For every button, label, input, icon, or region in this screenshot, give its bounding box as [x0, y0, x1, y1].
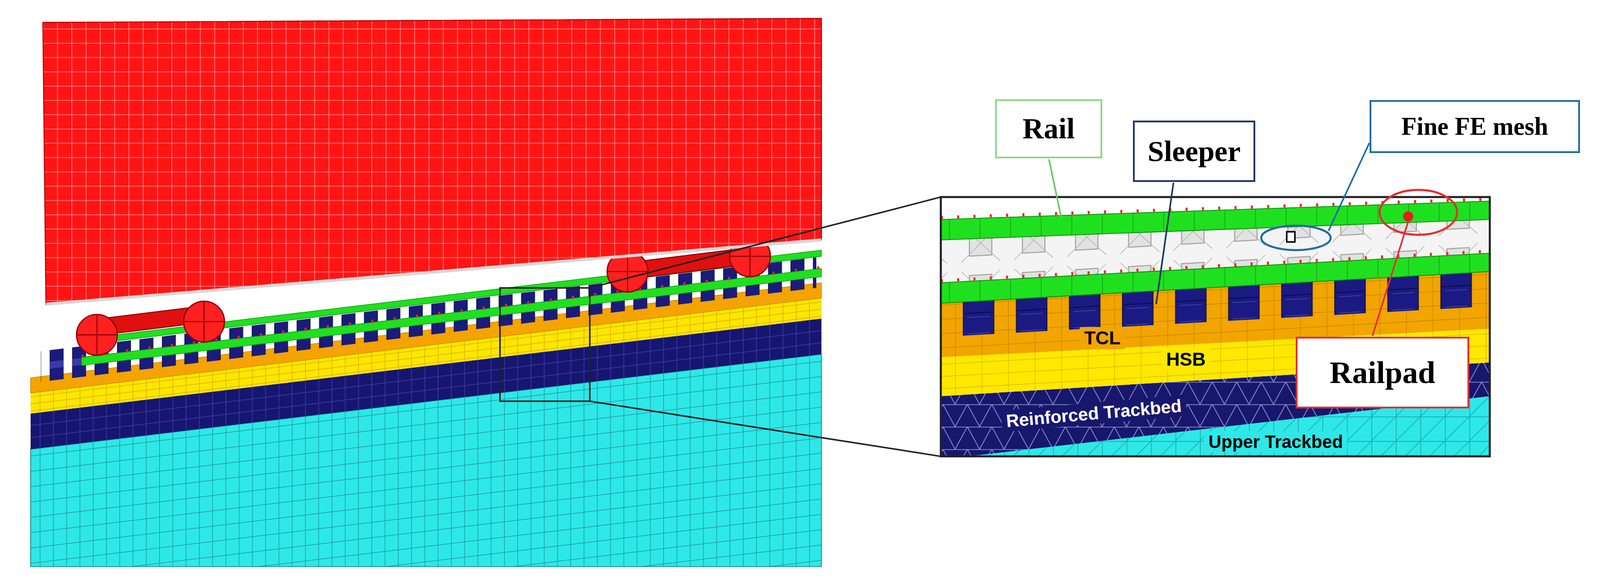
layer-label: TCL: [1079, 326, 1125, 350]
rail-nodes: [940, 251, 1490, 282]
railpad-highlight: [1379, 189, 1457, 235]
callout-label: Sleeper: [1147, 135, 1241, 168]
car-body: [42, 18, 822, 305]
callout-box: Fine FE mesh: [1369, 100, 1580, 154]
inset-frame: [940, 197, 1490, 457]
callout-label: Rail: [1022, 112, 1075, 146]
callout-box: Sleeper: [1132, 120, 1256, 182]
callout-box: Rail: [995, 99, 1103, 159]
railpad-dot: [1402, 211, 1414, 222]
front-bogie: [76, 301, 225, 356]
leader-line: [1372, 221, 1408, 336]
rail-mesh: [940, 253, 1490, 303]
callout-label: Fine FE mesh: [1401, 112, 1549, 141]
layer-label: HSB: [1161, 348, 1211, 371]
wheel: [183, 301, 225, 343]
mesh-highlight: [1261, 225, 1331, 250]
underframe: [45, 239, 822, 305]
leader-line: [1048, 159, 1062, 218]
wheel-spokes: [76, 314, 118, 356]
wheel: [76, 314, 118, 356]
zoom-window: [499, 287, 590, 402]
leader-line: [1156, 182, 1174, 305]
callout-label: Railpad: [1329, 355, 1435, 390]
wheel-spokes: [183, 301, 225, 343]
zoom-line: [589, 401, 941, 457]
layer-label: Upper Trackbed: [1204, 431, 1348, 453]
callout-box: Railpad: [1295, 336, 1470, 409]
leader-line: [1328, 142, 1370, 231]
zoom-line: [589, 197, 941, 288]
mesh-element-icon: [1286, 231, 1295, 242]
detail-inset: [940, 197, 1490, 457]
